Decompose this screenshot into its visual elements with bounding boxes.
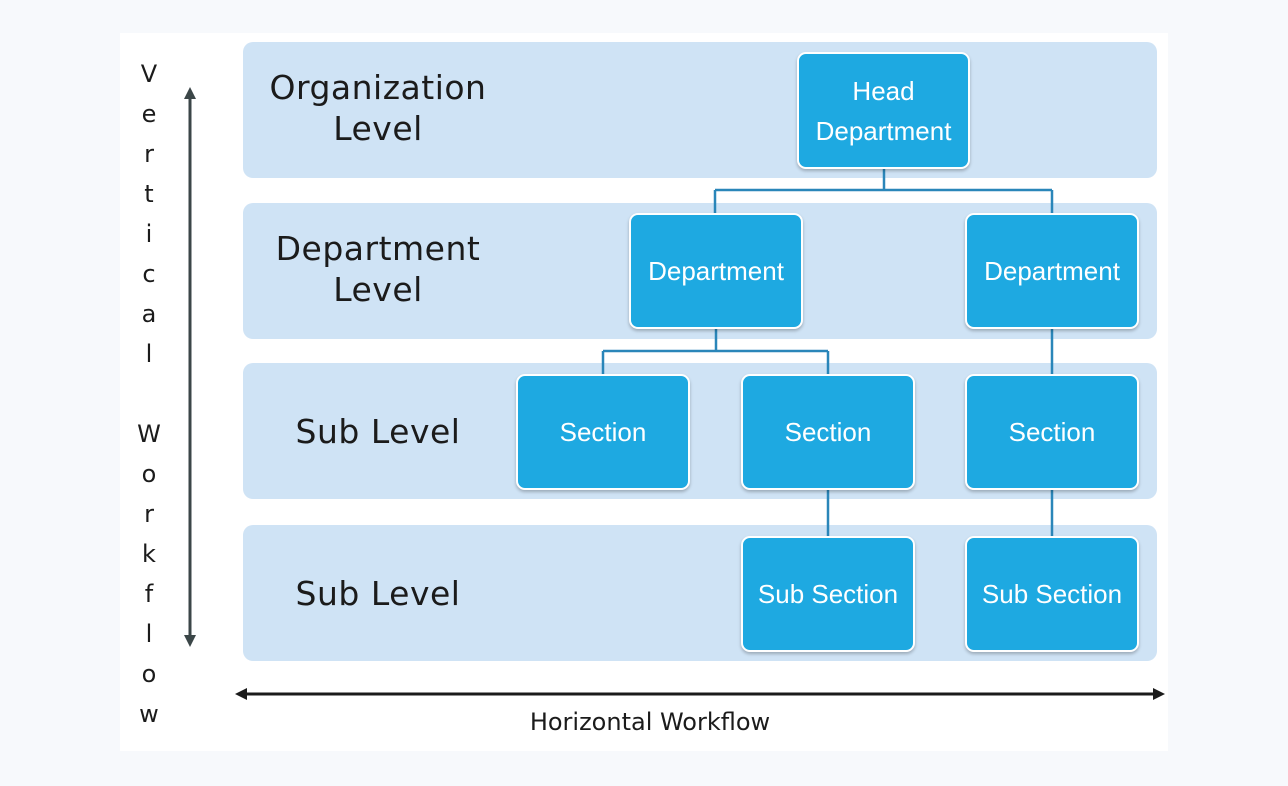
level-label-sub-2: Sub Level — [295, 574, 461, 613]
vertical-letter: V — [140, 60, 158, 88]
vertical-letter: W — [137, 420, 161, 448]
vertical-letter: w — [139, 700, 159, 728]
node-section-2: Section — [741, 374, 915, 490]
vertical-letter: r — [144, 500, 154, 528]
diagram-canvas: Organization Level Department Level Sub … — [120, 33, 1168, 751]
vertical-letter: o — [141, 660, 157, 688]
node-department-right-label: Department — [984, 256, 1120, 286]
vertical-letter: o — [141, 460, 157, 488]
level-label-department: Department Level — [275, 229, 481, 309]
node-section-2-label: Section — [784, 417, 872, 447]
vertical-letter: l — [145, 620, 153, 648]
vertical-workflow-arrow — [184, 87, 196, 647]
vertical-letter: t — [144, 180, 154, 208]
node-department-left: Department — [629, 213, 803, 329]
vertical-letter: a — [141, 300, 157, 328]
node-subsection-2-label: Sub Section — [981, 579, 1123, 609]
connector-lines — [184, 87, 1165, 700]
vertical-letter: f — [144, 580, 154, 608]
node-subsection-1-label: Sub Section — [757, 579, 899, 609]
vertical-letter: c — [142, 260, 156, 288]
node-section-1-label: Section — [559, 417, 647, 447]
node-department-left-label: Department — [648, 256, 784, 286]
level-band-organization: Organization Level — [243, 42, 1157, 178]
node-subsection-2: Sub Section — [965, 536, 1139, 652]
node-department-right: Department — [965, 213, 1139, 329]
horizontal-workflow-label: Horizontal Workflow — [529, 708, 771, 736]
node-section-1: Section — [516, 374, 690, 490]
node-section-3: Section — [965, 374, 1139, 490]
level-label-sub-1: Sub Level — [295, 412, 461, 451]
connector-head-to-departments — [713, 168, 1054, 213]
connector-department-to-sections — [601, 328, 830, 374]
horizontal-workflow-arrow — [235, 688, 1165, 700]
vertical-letter: r — [144, 140, 154, 168]
node-head-department: Head Department — [797, 52, 970, 169]
vertical-letter: l — [145, 340, 153, 368]
node-section-3-label: Section — [1008, 417, 1096, 447]
node-subsection-1: Sub Section — [741, 536, 915, 652]
level-label-organization: Organization Level — [269, 68, 487, 148]
node-head-department-label: Head Department — [815, 75, 952, 146]
vertical-letter: k — [142, 540, 156, 568]
vertical-letter: i — [145, 220, 153, 248]
vertical-letter: e — [141, 100, 157, 128]
